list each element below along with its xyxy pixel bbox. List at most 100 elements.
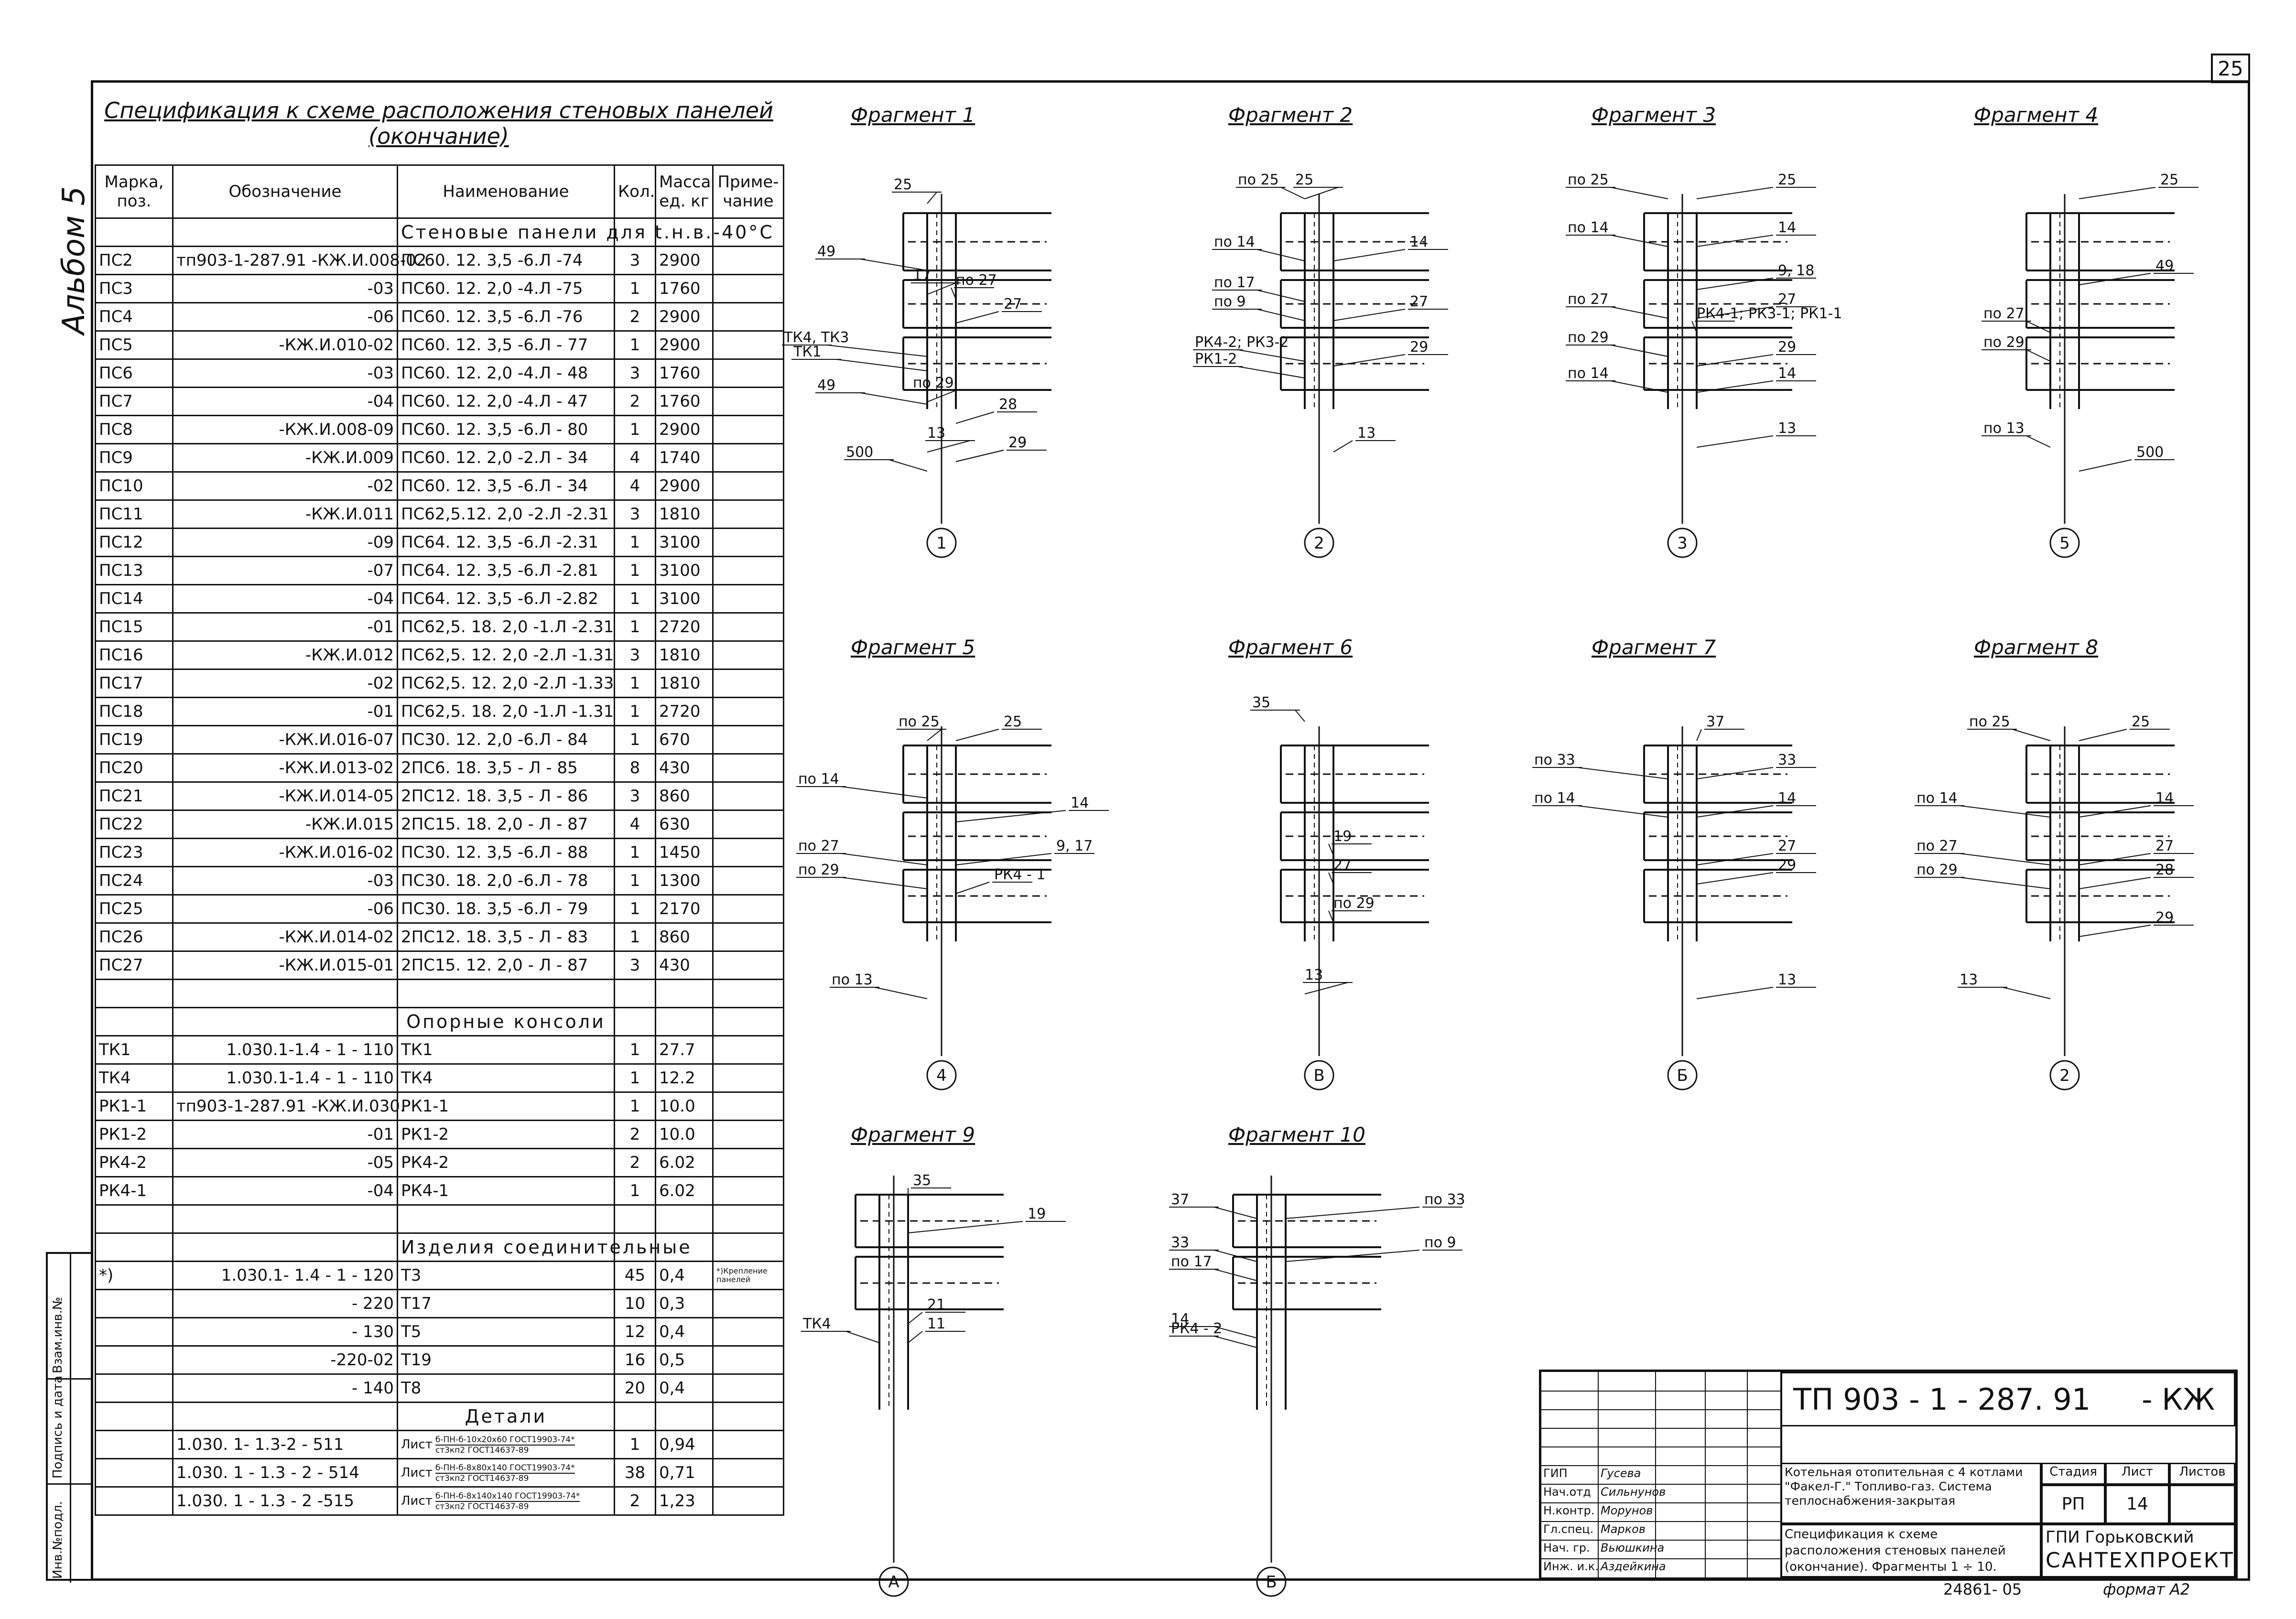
cell-qty: 4 bbox=[614, 443, 656, 473]
fragment-title: Фрагмент 6 bbox=[1228, 636, 1353, 659]
callout-leader bbox=[1610, 235, 1668, 247]
fragment-callout: по 9 bbox=[1214, 293, 1246, 310]
cell-mass: 3100 bbox=[655, 584, 714, 614]
cell-note bbox=[712, 302, 784, 332]
cell-qty: 45 bbox=[614, 1261, 656, 1290]
cell-designation: 1.030.1-1.4 - 1 - 110 bbox=[172, 1035, 398, 1065]
tb-person-name: Марков bbox=[1601, 1522, 1646, 1536]
fragment-callout: 29 bbox=[1778, 857, 1796, 874]
fragment-callout: 13 bbox=[1778, 971, 1796, 988]
fragment-callout: по 27 bbox=[1983, 305, 2025, 322]
fragment-callout: 37 bbox=[1706, 713, 1724, 730]
cell-name: Т5 bbox=[397, 1317, 615, 1347]
cell-empty bbox=[712, 1007, 784, 1036]
tb-person-name: Сильнунов bbox=[1601, 1485, 1666, 1499]
callout-leader bbox=[888, 459, 928, 472]
cell-mark: РК4-1 bbox=[95, 1176, 173, 1206]
callout-leader bbox=[1328, 843, 1334, 856]
callout-leader bbox=[927, 440, 971, 453]
grid-axis-bubble bbox=[2049, 1060, 2080, 1090]
cell-note bbox=[712, 612, 784, 642]
fragment-callout: по 14 bbox=[1214, 234, 1255, 250]
spec-title: Спецификация к схеме расположения стенов… bbox=[95, 97, 783, 149]
detail-sheet-spec: б-ПН-б-10х20х60 ГОСТ19903-74* bbox=[435, 1435, 575, 1446]
cell-qty: 1 bbox=[614, 1035, 656, 1065]
tb-grid-hline bbox=[1541, 1446, 1780, 1447]
cell-designation: -КЖ.И.015 bbox=[172, 810, 398, 839]
cell-designation: 1.030.1- 1.4 - 1 - 120 bbox=[172, 1261, 398, 1290]
callout-leader bbox=[1696, 767, 1774, 779]
cell-designation: -КЖ.И.014-05 bbox=[172, 781, 398, 811]
tb-project: Котельная отопительная с 4 котлами "Факе… bbox=[1785, 1465, 2023, 1508]
tb-grid-hline bbox=[1541, 1540, 1780, 1541]
cell-designation: 1.030. 1 - 1.3 - 2 - 514 bbox=[172, 1458, 398, 1488]
callout-leader bbox=[1577, 805, 1668, 818]
fragment-callout: 27 bbox=[1778, 838, 1796, 854]
cell-name: Т17 bbox=[397, 1289, 615, 1318]
cell-name: ПС60. 12. 3,5 -6.Л -74 bbox=[397, 246, 615, 275]
cell-designation: -03 bbox=[172, 274, 398, 303]
cell-mass: 430 bbox=[655, 950, 714, 980]
fragment-callout: 13 bbox=[1960, 971, 1978, 988]
fragment-callout: 19 bbox=[1028, 1206, 1046, 1222]
tb-role: Инж. и.к. bbox=[1543, 1560, 1599, 1573]
cell-empty bbox=[655, 1204, 714, 1234]
cell-designation: тп903-1-287.91 -КЖ.И.008-02 bbox=[172, 246, 426, 275]
tb-person-name: Аздейкина bbox=[1601, 1560, 1666, 1573]
fragment-callout: 14 bbox=[1778, 365, 1796, 382]
fragment-callout: 25 bbox=[1004, 713, 1022, 730]
cell-mark: ПС17 bbox=[95, 669, 173, 698]
cell-mark: ПС19 bbox=[95, 725, 173, 755]
fragment-callout: 25 bbox=[1295, 172, 1313, 188]
cell-designation: -03 bbox=[172, 866, 398, 896]
cell-empty bbox=[172, 1232, 398, 1262]
cell-qty: 2 bbox=[614, 1148, 656, 1177]
cell-designation: 1.030. 1- 1.3-2 - 511 bbox=[172, 1430, 398, 1459]
sheet-number-box: 25 bbox=[2211, 54, 2250, 83]
cell-qty: 1 bbox=[614, 556, 656, 585]
margin-stamp-inv: Инв.№подл. bbox=[51, 1501, 65, 1579]
fragment-callout: 13 bbox=[1305, 967, 1323, 983]
cell-designation: -КЖ.И.012 bbox=[172, 640, 398, 670]
cell-qty: 1 bbox=[614, 330, 656, 360]
grid-axis-label: 4 bbox=[936, 1066, 947, 1085]
album-label: Альбом 5 bbox=[56, 186, 92, 335]
spec-section-row: Опорные консоли bbox=[95, 1007, 784, 1036]
cell-mass: 1810 bbox=[655, 499, 714, 529]
callout-leader bbox=[1304, 982, 1348, 994]
cell-qty: 12 bbox=[614, 1317, 656, 1347]
cell-name: ПС30. 12. 2,0 -6.Л - 84 bbox=[397, 725, 615, 755]
cell-empty bbox=[614, 1232, 656, 1262]
cell-mark: ПС26 bbox=[95, 922, 173, 952]
fragment-callout: РК4 - 2 bbox=[1171, 1320, 1222, 1337]
cell-mark: ПС24 bbox=[95, 866, 173, 896]
callout-leader bbox=[2079, 729, 2127, 741]
callout-leader bbox=[860, 392, 928, 405]
cell-name: ПС62,5. 12. 2,0 -2.Л -1.33 bbox=[397, 669, 615, 698]
callout-leader bbox=[955, 311, 999, 324]
cell-qty: 1 bbox=[614, 584, 656, 614]
cell-empty bbox=[172, 217, 398, 247]
callout-leader bbox=[2026, 321, 2051, 333]
grid-axis-label: 2 bbox=[1314, 534, 1324, 553]
cell-mass: 10.0 bbox=[655, 1120, 714, 1149]
callout-leader bbox=[1959, 853, 2051, 865]
callout-leader bbox=[1696, 235, 1774, 247]
fragment-callout: по 9 bbox=[1424, 1234, 1456, 1251]
callout-leader bbox=[1328, 910, 1334, 923]
